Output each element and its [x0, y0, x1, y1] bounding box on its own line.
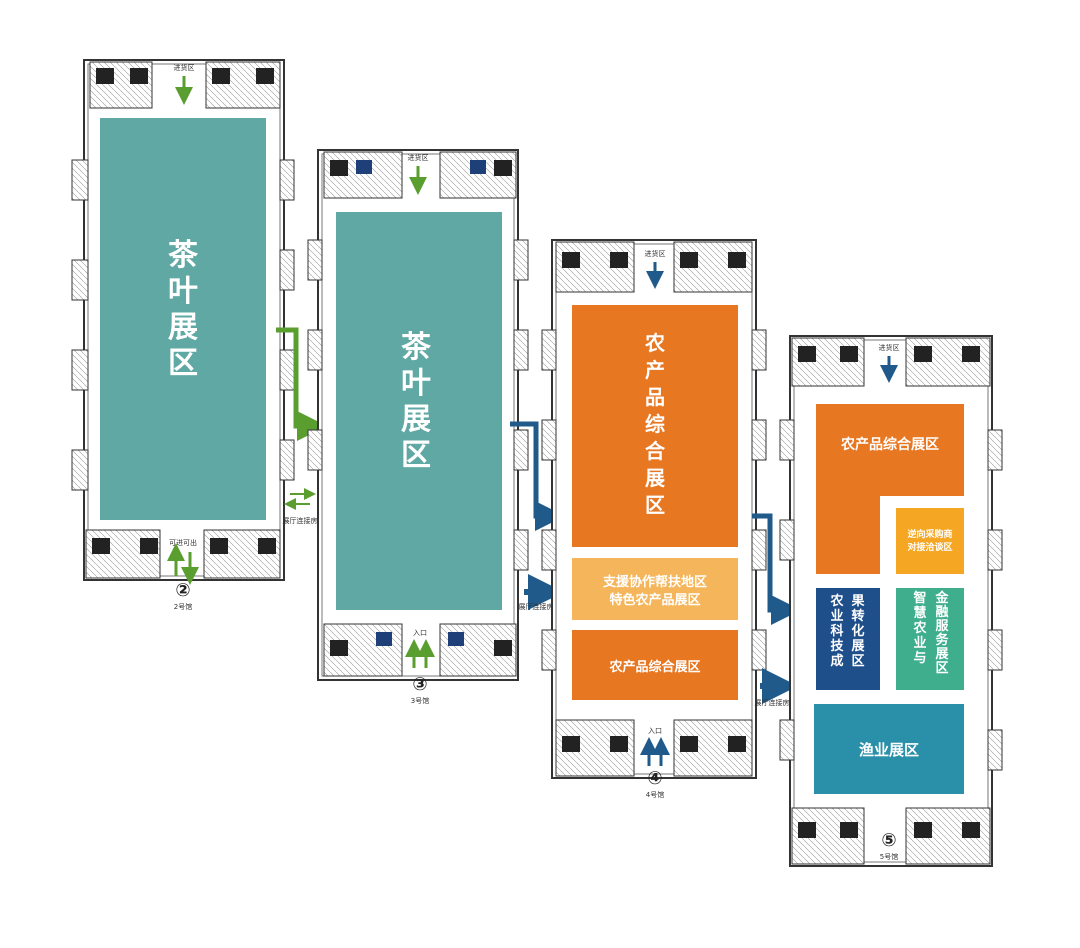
hall-2-loading-label: 进货区	[174, 63, 195, 72]
hall-4-support-zone	[572, 558, 738, 620]
hall-2-number: ②	[175, 580, 190, 601]
hall-5-buyer-zone-label-1: 逆向采购商	[907, 528, 952, 540]
hall-2-name: 2号馆	[174, 602, 192, 611]
hall-3: 茶叶展区 进货区 入口 ③ 3号馆	[307, 149, 529, 705]
connector-4-5: 展厅连接房	[752, 513, 801, 707]
hall-5-tech-zone-col1: 农业科技成	[829, 593, 844, 669]
hall-5: 农产品综合展区 逆向采购商 对接洽谈区 农业科技成 果转化展区 智慧农业与 金融…	[779, 335, 1003, 867]
hall-4-support-zone-label-1: 支援协作帮扶地区	[602, 574, 707, 590]
hall-5-buyer-zone-label-2: 对接洽谈区	[907, 541, 952, 553]
hall-5-connector-label: 展厅连接房	[755, 698, 790, 707]
hall-4-agri-zone-top-label: 农产品综合展区	[644, 331, 666, 517]
hall-4-support-zone-label-2: 特色农产品展区	[609, 592, 700, 608]
hall-5-name: 5号馆	[880, 852, 898, 861]
hall-4-agri-zone-bottom	[572, 630, 738, 700]
hall-4-entry-label: 入口	[648, 727, 662, 735]
hall-4: 农产品综合展区 支援协作帮扶地区 特色农产品展区 农产品综合展区 进货区 入口 …	[541, 239, 767, 799]
hall-5-loading-label: 进货区	[879, 343, 900, 352]
hall-4-name: 4号馆	[646, 790, 664, 799]
hall-5-agri-zone	[816, 404, 964, 574]
hall-3-name: 3号馆	[411, 696, 429, 705]
hall-3-loading-label: 进货区	[408, 153, 429, 162]
hall-2-tea-zone	[100, 118, 266, 520]
connector-3-4: 展厅连接房	[510, 421, 565, 611]
hall-5-buyer-zone	[896, 508, 964, 574]
hall-5-smart-zone	[896, 588, 964, 690]
hall-4-loading-label: 进货区	[645, 249, 666, 258]
hall-5-agri-zone-label: 农产品综合展区	[840, 436, 939, 453]
green-transfer-arrow	[276, 327, 327, 441]
hall-5-fishery-zone	[814, 704, 964, 794]
hall-4-number: ④	[647, 768, 662, 789]
hall-5-tech-zone-col2: 果转化展区	[850, 594, 865, 669]
hall-5-number: ⑤	[881, 830, 896, 851]
hall-5-fishery-zone-label: 渔业展区	[859, 741, 919, 759]
hall-3-tea-zone	[336, 212, 502, 610]
hall-5-tech-zone	[816, 588, 880, 690]
hall-4-agri-zone-top	[572, 305, 738, 547]
hall-3-number: ③	[412, 674, 427, 695]
hall-4-connector-label: 展厅连接房	[519, 602, 554, 611]
hall-3-entry-label: 入口	[413, 629, 427, 637]
hall-3-connector-label: 展厅连接房	[283, 516, 318, 525]
hall-5-smart-zone-col1: 智慧农业与	[912, 590, 926, 666]
hall-4-agri-zone-bottom-label: 农产品综合展区	[608, 659, 700, 675]
connector-2-3: 展厅连接房	[276, 327, 327, 525]
hall-5-smart-zone-col2: 金融服务展区	[934, 590, 949, 676]
hall-3-tea-zone-label: 茶叶展区	[401, 330, 432, 473]
hall-2-entry-label: 可进可出	[169, 538, 197, 547]
hall-2-tea-zone-label: 茶叶展区	[168, 238, 199, 381]
hall-2: 茶叶展区 进货区 可进可出 ② 2号馆	[71, 59, 295, 611]
